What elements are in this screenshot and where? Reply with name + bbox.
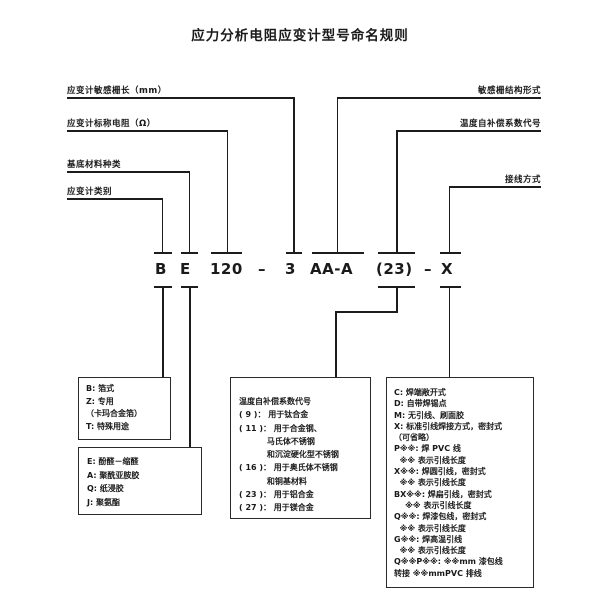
tick-bar — [440, 286, 461, 288]
connector-line — [67, 97, 295, 99]
legend-line: 马氏体不锈钢 — [239, 436, 315, 446]
tick-bar — [211, 252, 242, 254]
connector-line — [67, 130, 228, 132]
legend-line: ※※ 表示引线长度 — [394, 523, 466, 533]
connector-line — [293, 97, 295, 253]
legend-line: ※※ 表示引线长度 — [394, 546, 466, 556]
model-segment-grid-structure: AA-A — [310, 260, 354, 278]
legend-line: ※※ 表示引线长度 — [394, 500, 472, 510]
model-segment-temp-code: (23) — [376, 260, 413, 278]
legend-line: X※※: 焊圆引线，密封式 — [394, 467, 486, 477]
legend-base-material: E: 酚醛－缩醛 A: 聚酰亚胺胶 Q: 纸浸胶 J: 聚氨酯 — [78, 447, 202, 515]
legend-gauge-category: B: 箔式 Z: 专用 （卡玛合金箔） T: 特殊用途 — [78, 377, 171, 440]
connector-line — [450, 186, 541, 188]
label-grid-structure: 敏感栅结构形式 — [477, 86, 541, 96]
legend-line: BX※※: 焊扁引线，密封式 — [394, 489, 492, 499]
connector-line — [335, 311, 398, 313]
legend-line: B: 箔式 — [86, 384, 115, 393]
legend-line: M: 无引线、刷面胶 — [394, 410, 464, 420]
connector-line — [397, 130, 541, 132]
legend-line: ※※ 表示引线长度 — [394, 455, 466, 465]
legend-line: Q: 纸浸胶 — [87, 484, 124, 493]
label-gauge-category: 应变计类别 — [67, 187, 113, 197]
label-nominal-resistance: 应变计标称电阻（Ω） — [67, 119, 156, 129]
legend-line: D: 自带焊锡点 — [394, 399, 447, 409]
model-segment-category: B — [155, 260, 167, 278]
label-gauge-grid-length: 应变计敏感栅长（mm） — [67, 86, 167, 96]
connector-line — [336, 97, 339, 253]
legend-line: 和铜基材料 — [239, 476, 307, 486]
model-segment-wiring: X — [441, 260, 454, 278]
connector-line — [396, 286, 398, 312]
legend-line: 温度自补偿系数代号 — [239, 397, 311, 406]
label-base-material: 基底材料种类 — [67, 160, 122, 170]
legend-line: ( 11 )： 用于合金钢、 — [239, 423, 322, 433]
legend-line: ※※ 表示引线长度 — [394, 478, 466, 488]
legend-line: G※※: 焊高温引线 — [394, 534, 463, 544]
connector-line — [335, 311, 337, 377]
legend-line: Q※※P※※: ※※mm 漆包线 — [394, 557, 503, 567]
legend-temp-compensation: 温度自补偿系数代号 ( 9 )： 用于钛合金 ( 11 )： 用于合金钢、 马氏体不… — [230, 377, 371, 519]
model-segment-base-material: E — [180, 260, 191, 278]
connector-line — [188, 171, 191, 253]
legend-line: 和沉淀硬化型不锈钢 — [239, 450, 339, 460]
legend-line: A: 聚酰亚胺胶 — [87, 470, 140, 480]
tick-bar — [181, 252, 198, 254]
tick-bar — [378, 252, 415, 254]
legend-line: ( 23 )： 用于铝合金 — [239, 490, 314, 500]
connector-line — [226, 130, 229, 253]
tick-bar — [440, 252, 461, 254]
legend-line: T: 特殊用途 — [86, 421, 130, 431]
legend-line: （卡玛合金箔） — [86, 409, 142, 418]
model-segment-grid-length: 3 — [285, 260, 296, 278]
legend-line: ( 27 )： 用于镁合金 — [239, 503, 314, 513]
label-temp-compensation: 温度自补偿系数代号 — [459, 119, 541, 129]
legend-line: 转接 ※※mmPVC 排线 — [394, 568, 482, 578]
connector-line — [67, 198, 163, 200]
legend-line: J: 聚氨酯 — [87, 497, 120, 507]
connector-line — [448, 286, 451, 377]
connector-line — [162, 286, 164, 377]
legend-line: X: 标准引线焊接方式，密封式 — [394, 421, 503, 431]
connector-line — [448, 186, 451, 253]
connector-line — [189, 286, 191, 447]
model-segment-resistance: 120 — [210, 260, 243, 278]
tick-bar — [286, 252, 302, 254]
label-wiring-method: 接线方式 — [504, 175, 541, 185]
legend-line: P※※: 焊 PVC 线 — [394, 444, 461, 454]
legend-line: ( 16 )： 用于奥氏体不锈钢 — [239, 463, 338, 473]
model-segment-dash: – — [424, 260, 432, 278]
model-segment-dash: – — [258, 260, 266, 278]
page-title: 应力分析电阻应变计型号命名规则 — [191, 28, 409, 44]
legend-line: E: 酚醛－缩醛 — [87, 457, 139, 466]
legend-line: C: 焊端敞开式 — [394, 388, 446, 397]
legend-line: （可省略） — [394, 433, 434, 443]
legend-line: Q※※: 焊漆包线，密封式 — [394, 512, 487, 522]
legend-line: Z: 专用 — [86, 396, 114, 406]
legend-line: ( 9 )： 用于钛合金 — [239, 410, 309, 420]
connector-line — [396, 130, 398, 253]
connector-line — [67, 171, 190, 173]
tick-bar — [154, 252, 172, 254]
tick-bar — [312, 252, 364, 254]
connector-line — [337, 97, 541, 99]
connector-line — [161, 198, 164, 253]
